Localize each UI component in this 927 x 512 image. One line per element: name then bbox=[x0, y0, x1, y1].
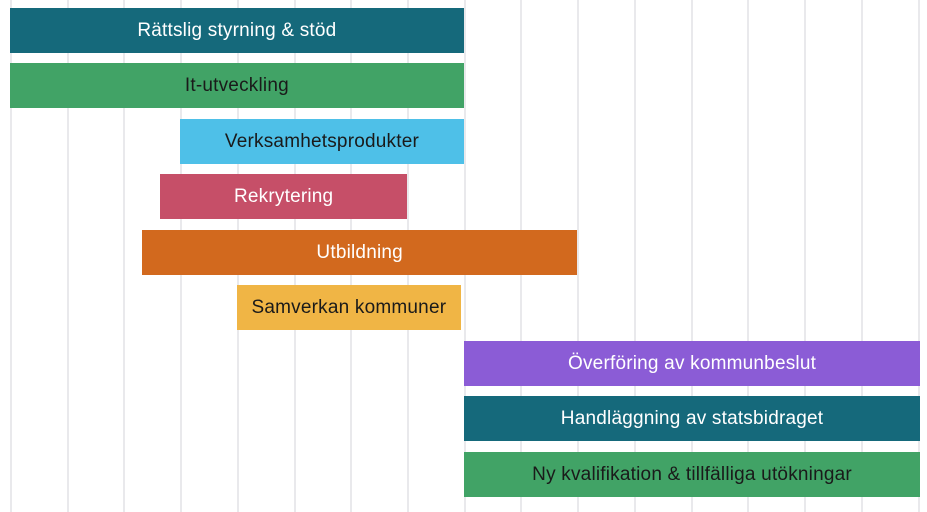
gantt-bar-label: Verksamhetsprodukter bbox=[224, 130, 419, 152]
gantt-bar-label: Samverkan kommuner bbox=[251, 297, 447, 319]
gantt-bar-label: Utbildning bbox=[316, 241, 403, 263]
gantt-bar: Ny kvalifikation & tillfälliga utökninga… bbox=[463, 451, 921, 497]
gantt-bar: It-utveckling bbox=[10, 63, 464, 109]
gridline bbox=[577, 0, 580, 512]
gantt-bar: Utbildning bbox=[142, 229, 578, 275]
gridline bbox=[10, 0, 12, 512]
gantt-bar: Verksamhetsprodukter bbox=[180, 118, 464, 164]
gantt-bar: Handläggning av statsbidraget bbox=[463, 396, 921, 442]
gantt-bar-label: Ny kvalifikation & tillfälliga utökninga… bbox=[532, 463, 852, 485]
gantt-bar-label: Överföring av kommunbeslut bbox=[568, 352, 817, 374]
gantt-bar-label: Rekrytering bbox=[233, 186, 334, 208]
gantt-bar: Rekrytering bbox=[160, 174, 408, 220]
gantt-bar-label: Handläggning av statsbidraget bbox=[560, 408, 824, 430]
gridline bbox=[633, 0, 636, 512]
gantt-bar: Samverkan kommuner bbox=[236, 285, 461, 331]
gantt-bar: Överföring av kommunbeslut bbox=[463, 340, 921, 386]
gantt-bar-label: It-utveckling bbox=[184, 75, 289, 97]
gridline bbox=[690, 0, 693, 512]
gridline bbox=[747, 0, 750, 512]
gridline bbox=[917, 0, 920, 512]
gridline bbox=[804, 0, 807, 512]
gridline bbox=[123, 0, 126, 512]
gridline bbox=[860, 0, 863, 512]
gantt-bar: Rättslig styrning & stöd bbox=[10, 8, 464, 53]
gridline bbox=[66, 0, 69, 512]
gantt-bar-label: Rättslig styrning & stöd bbox=[137, 20, 337, 41]
